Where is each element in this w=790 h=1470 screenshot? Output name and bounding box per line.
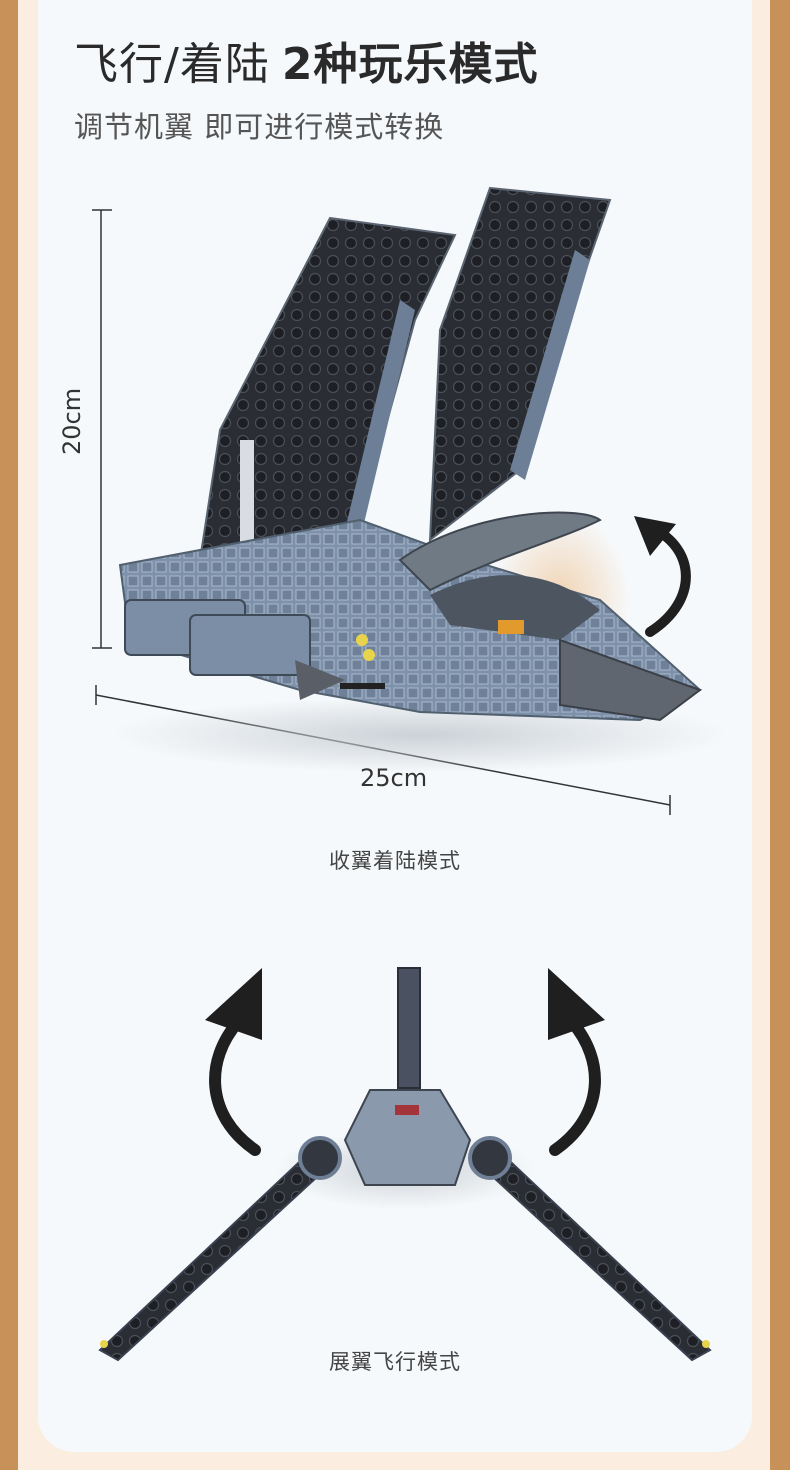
cockpit-seat [498,620,524,634]
height-label: 20cm [58,387,86,455]
ship-nose [559,638,703,722]
left-wingtip-light [100,1340,108,1348]
cockpit-interior [430,575,600,640]
rotate-arrow-head [634,516,676,556]
landing-mode-caption: 收翼着陆模式 [329,849,461,873]
cockpit-canopy [398,511,602,592]
flight-mode-caption: 展翼飞行模式 [329,1350,461,1374]
nose-cannon [295,660,345,700]
page-subtitle: 调节机翼 即可进行模式转换 [74,110,445,144]
yellow-light [356,634,368,646]
flight-mode-ship [98,967,712,1362]
height-dimension-line [92,209,112,649]
right-wing-edge [510,250,590,480]
blaster-barrel [340,683,385,689]
left-flight-wing [98,1148,332,1362]
title-bold: 2种玩乐模式 [281,39,539,90]
width-label: 25cm [360,764,428,792]
landing-mode-ship [110,186,730,773]
right-wingtip-light [702,1340,710,1348]
center-fin [397,967,421,1089]
left-engine [298,1136,342,1180]
title-light: 飞行/着陆 [74,39,270,90]
right-flight-wing [478,1148,712,1362]
left-wing-edge [345,300,415,540]
flight-body [343,1089,472,1186]
right-engine [468,1136,512,1180]
red-detail [395,1105,419,1115]
engine-block-right [189,614,311,676]
right-unfold-arrow [548,968,605,1156]
right-wing [428,186,612,543]
yellow-light-2 [363,649,375,661]
left-unfold-arrow [205,968,262,1156]
